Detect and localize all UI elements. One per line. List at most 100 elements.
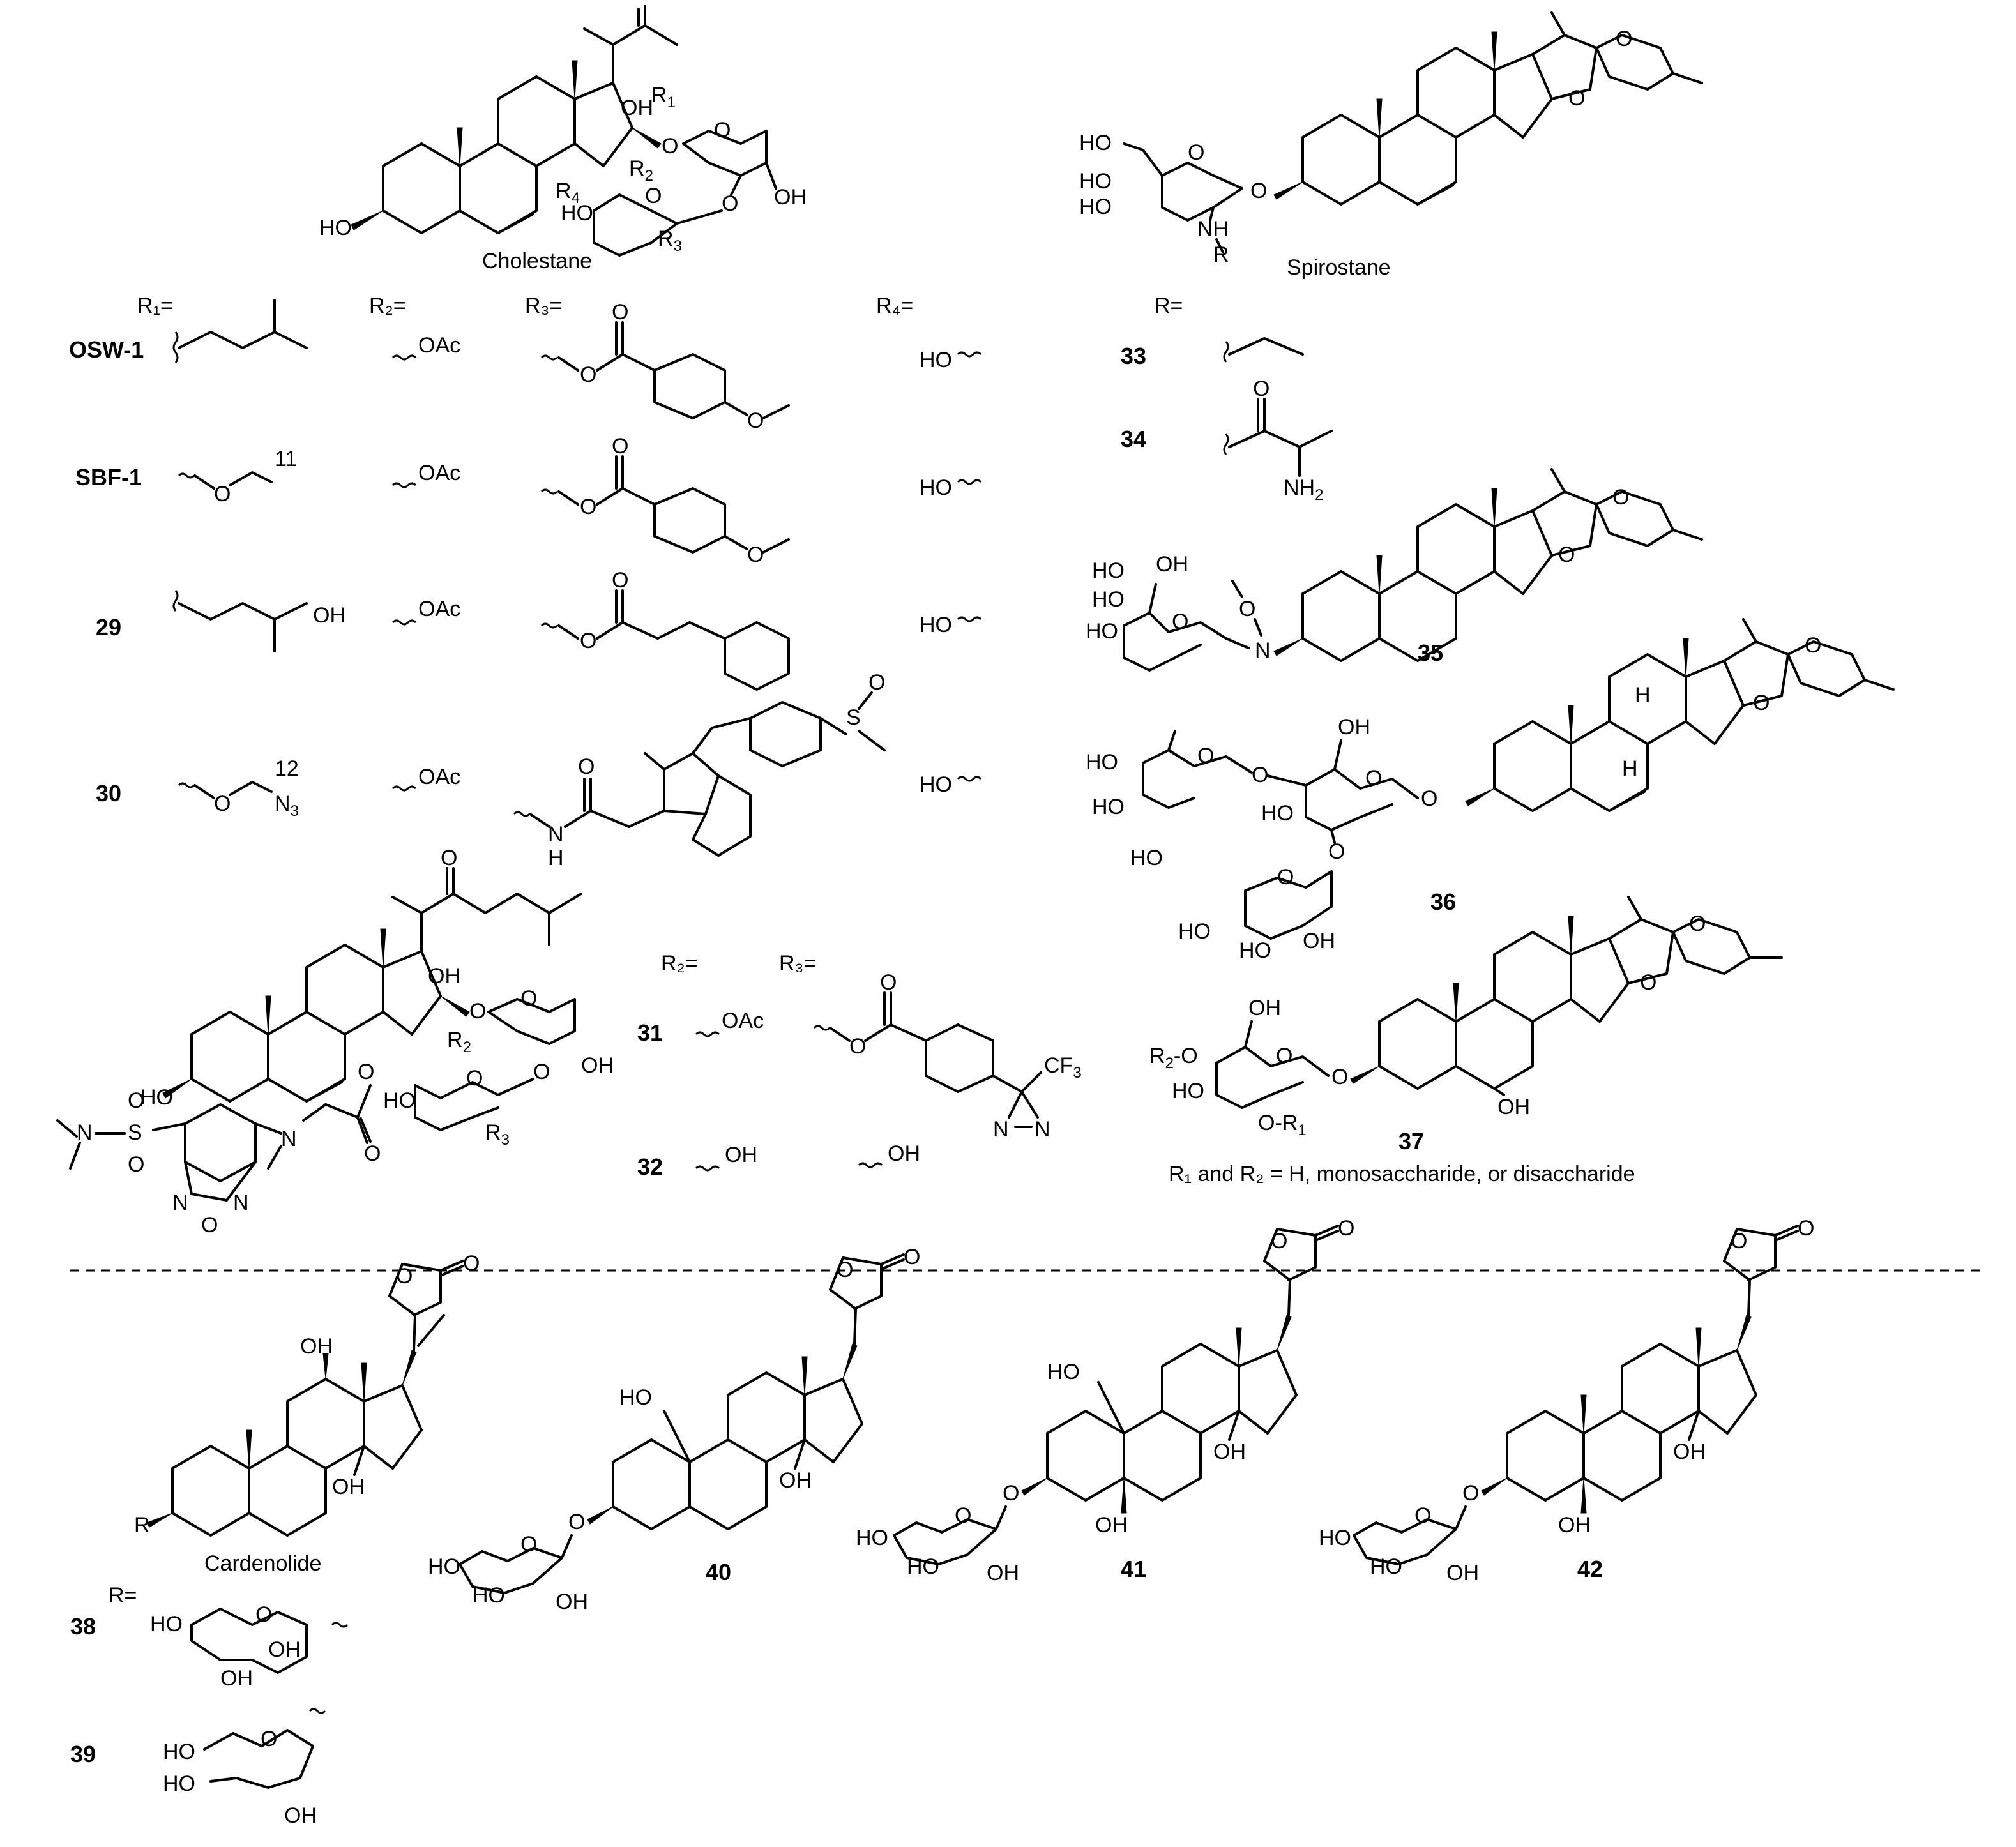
o-label: O (880, 970, 897, 995)
ho-label: HO (1079, 131, 1112, 155)
r-column: 33 34 O NH2 (1121, 337, 1333, 504)
h-label: H (548, 846, 564, 870)
ho-label: HO (619, 1385, 652, 1410)
compound-label: 36 (1430, 889, 1456, 915)
oh-label: OH (1156, 552, 1188, 577)
n-label: N (1035, 1117, 1050, 1142)
o-label: O (1003, 1481, 1019, 1505)
oh-label: OH (774, 185, 807, 209)
ho-label: HO (1239, 939, 1271, 963)
r2-label: R2 (629, 156, 653, 185)
eleven-label: 11 (275, 447, 297, 471)
row-29: 29 OH OAc O O HO (96, 568, 982, 691)
compound-39: 39 HO O HO OH (70, 1708, 326, 1828)
compound-label: 39 (70, 1741, 96, 1767)
o-label: O (1271, 1229, 1287, 1253)
row-sbf1: SBF-1 O 11 OAc O O O HO (75, 434, 982, 567)
ho-label: HO (1079, 195, 1112, 219)
oh-label: OH (581, 1053, 614, 1078)
o-label: O (714, 118, 731, 142)
o-label: O (128, 1089, 144, 1113)
oh-label: OH (1338, 715, 1370, 739)
oh-label: OH (1446, 1561, 1479, 1585)
r-header: R= (1155, 294, 1183, 318)
ho-label: HO (1086, 619, 1118, 644)
compound-37: O O OH O O OH R2-O HO O-R1 37 R₁ and R₂ … (1149, 896, 1783, 1186)
o-label: O (645, 184, 662, 208)
o-label: O (568, 1510, 585, 1534)
o-label: O (1253, 377, 1269, 401)
ho-label: HO (150, 1612, 183, 1636)
oh-label: OH (1558, 1513, 1591, 1537)
r-label: R (1213, 243, 1229, 267)
oh-label: OH (556, 1590, 588, 1614)
compound-42: OH OH O O O O HO HO OH 42 (1319, 1216, 1814, 1585)
o-label: O (1328, 840, 1345, 864)
oh-label: OH (1303, 929, 1335, 953)
ho-label: HO (383, 1089, 416, 1113)
o-label: O (469, 999, 486, 1023)
o-label: O (1188, 140, 1204, 165)
ho-label: HO (1261, 801, 1294, 825)
r3-header: R₃= (525, 294, 562, 318)
o-label: O (849, 1034, 866, 1059)
row-30: 30 O 12 N3 OAc N H O S O HO (96, 670, 982, 870)
oh-label: OH (1497, 1095, 1530, 1119)
compound-label: 41 (1121, 1556, 1146, 1582)
o-label: O (1462, 1481, 1479, 1505)
compound-label: 42 (1577, 1556, 1603, 1582)
o-label: O (255, 1602, 272, 1627)
o-label: O (1414, 1504, 1431, 1528)
cardenolide-structure: OH OH O O R Cardenolide R= (109, 1251, 480, 1608)
ho-label: HO (1172, 1079, 1204, 1103)
o-label: O (612, 300, 628, 324)
o-label: O (580, 495, 596, 519)
ho-label: HO (1092, 587, 1125, 612)
spirostane-structure: O O O O HO HO HO NH R Spirostane (1079, 11, 1703, 280)
o-r1-label: O-R1 (1258, 1111, 1307, 1139)
o-label: O (1239, 597, 1255, 621)
ho-label: HO (1086, 750, 1118, 774)
o-label: O (747, 409, 764, 433)
compound-label: 34 (1121, 426, 1146, 452)
o-label: O (1331, 1065, 1348, 1089)
r2-header: R₂= (661, 951, 698, 976)
oh-label: OH (268, 1638, 301, 1662)
compound-38: 38 HO O OH OH (70, 1602, 349, 1691)
oh-label: OH (300, 1334, 333, 1359)
cardenolide-label: Cardenolide (204, 1551, 321, 1576)
ho-label: HO (561, 201, 593, 225)
r3-label: R3 (485, 1120, 510, 1149)
n-label: N (548, 822, 564, 847)
oh-label: OH (220, 1666, 253, 1691)
h-label: H (1622, 757, 1638, 781)
o-label: O (463, 1251, 480, 1276)
ho-label: HO (319, 216, 352, 240)
ho-label: HO (1047, 1360, 1080, 1384)
o-label: O (1277, 865, 1294, 889)
o-label: O (1276, 1044, 1292, 1068)
n-label: N (281, 1127, 297, 1151)
oac-label: OAc (722, 1009, 764, 1033)
ho-label: HO (1178, 919, 1211, 944)
compound-label: 31 (637, 1020, 663, 1046)
ho-label: HO (1130, 846, 1163, 870)
o-label: O (1616, 27, 1632, 51)
ho-label: HO (428, 1555, 460, 1579)
r3-label: R3 (658, 227, 682, 255)
compound-40: HO OH O O O O HO HO OH 40 (428, 1245, 920, 1614)
nh-label: NH (1197, 217, 1229, 241)
o-label: O (214, 482, 231, 506)
ho-label: HO (1319, 1526, 1351, 1550)
r-header: R= (109, 1583, 137, 1608)
oh-label: OH (1213, 1440, 1246, 1464)
oh-label: OH (1095, 1513, 1128, 1537)
o-label: O (261, 1727, 277, 1751)
o-label: O (364, 1142, 381, 1166)
compound-label: 32 (637, 1154, 663, 1180)
oh-label: OH (725, 1143, 757, 1167)
oac-label: OAc (418, 461, 460, 485)
o-label: O (662, 134, 678, 158)
compound-label: 33 (1121, 343, 1146, 369)
